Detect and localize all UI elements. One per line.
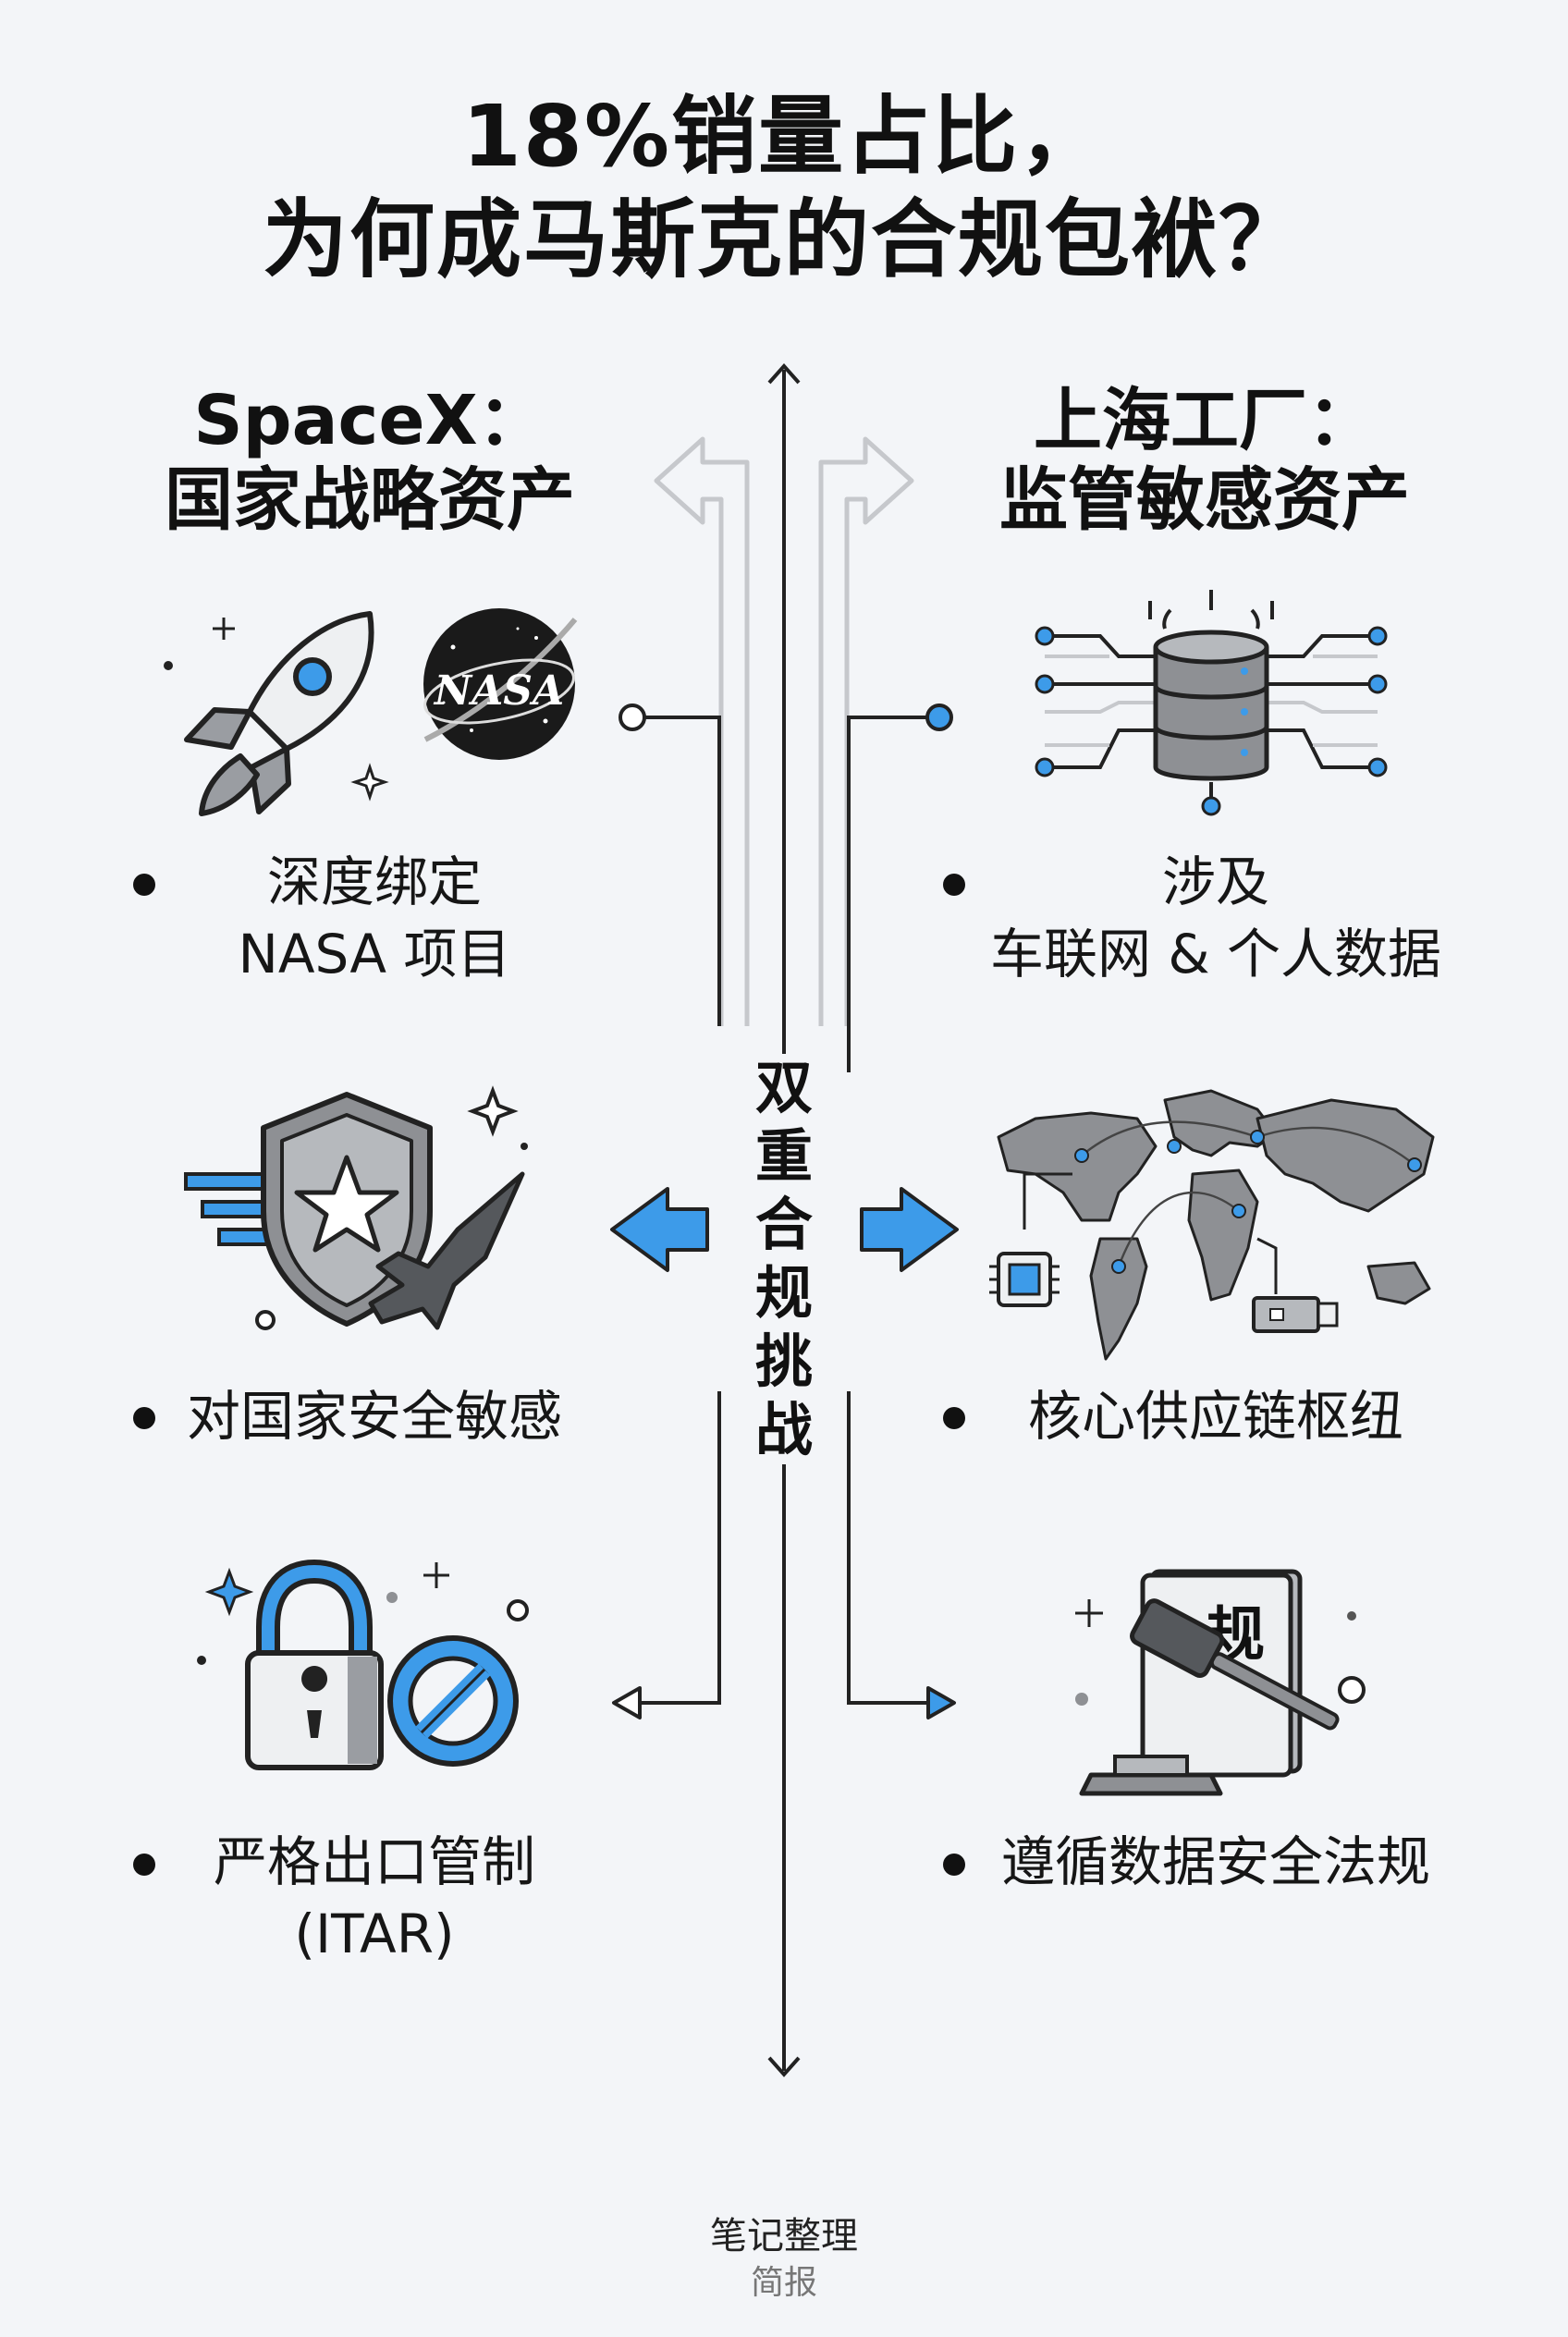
right-item-regulation: 遵循数据安全法规 <box>957 1826 1475 1898</box>
center-label: 双 重 合 规 挑 战 <box>747 1054 821 1464</box>
left-item-itar: 严格出口管制 (ITAR) <box>116 1826 633 1970</box>
right-upper-connector <box>847 704 953 1072</box>
footer-subtitle: 简报 <box>750 2264 817 2302</box>
bullet <box>133 1407 155 1429</box>
right-item-supply-line-1: 核心供应链枢纽 <box>1027 1385 1403 1448</box>
world-map-supply-icon <box>989 1089 1435 1361</box>
gavel-regulation-icon: 规 <box>1075 1569 1366 1796</box>
left-heading-line-1: SpaceX： <box>193 381 546 460</box>
database-network-icon <box>1035 590 1388 816</box>
bullet <box>943 1854 965 1876</box>
shield-jet-icon <box>184 1085 528 1330</box>
title-line-2: 为何成马斯克的合规包袱？ <box>262 190 1305 289</box>
right-item-data: 涉及 车联网 & 个人数据 <box>957 846 1475 990</box>
right-item-data-line-2: 车联网 & 个人数据 <box>989 923 1442 985</box>
rocket-nasa-icon: NASA <box>164 608 578 816</box>
bullet <box>133 1854 155 1876</box>
right-item-supply: 核心供应链枢纽 <box>957 1380 1475 1452</box>
left-item-nasa-line-1: 深度绑定 <box>266 850 482 913</box>
right-lower-connector <box>847 1391 956 1719</box>
left-item-security-line-1: 对国家安全敏感 <box>186 1385 562 1448</box>
right-heading-line-2: 监管敏感资产 <box>999 460 1410 540</box>
right-heading: 上海工厂： 监管敏感资产 <box>918 381 1491 540</box>
center-label-char: 双 <box>754 1054 813 1121</box>
left-item-itar-line-2: (ITAR) <box>294 1903 455 1965</box>
left-item-security: 对国家安全敏感 <box>116 1380 633 1452</box>
right-item-regulation-line-1: 遵循数据安全法规 <box>1000 1830 1430 1893</box>
central-axis-arrow <box>767 362 801 2078</box>
left-upper-connector <box>619 704 721 1026</box>
lock-prohibited-icon <box>197 1559 529 1770</box>
nasa-logo-text: NASA <box>433 667 564 715</box>
center-label-char: 合 <box>754 1191 813 1258</box>
left-item-itar-line-1: 严格出口管制 <box>213 1830 535 1893</box>
left-lower-connector <box>612 1391 721 1719</box>
bullet <box>943 1407 965 1429</box>
split-outline-arrows <box>654 436 914 1026</box>
left-item-nasa-line-2: NASA 项目 <box>238 923 511 985</box>
bullet <box>133 874 155 896</box>
right-blue-arrow <box>860 1187 959 1272</box>
center-label-char: 挑 <box>754 1328 813 1395</box>
center-label-char: 规 <box>754 1259 813 1327</box>
bullet <box>943 874 965 896</box>
left-heading-line-2: 国家战略资产 <box>165 460 575 540</box>
footer-title: 笔记整理 <box>710 2215 858 2257</box>
right-heading-line-1: 上海工厂： <box>1034 381 1376 460</box>
center-label-char: 重 <box>754 1122 813 1190</box>
page-title: 18%销量占比， 为何成马斯克的合规包袱？ <box>0 85 1568 292</box>
left-item-nasa: 深度绑定 NASA 项目 <box>116 846 633 990</box>
left-heading: SpaceX： 国家战略资产 <box>83 381 656 540</box>
left-blue-arrow <box>610 1187 709 1272</box>
right-item-data-line-1: 涉及 <box>1161 850 1269 913</box>
center-label-char: 战 <box>754 1396 813 1463</box>
title-line-1: 18%销量占比， <box>461 87 1107 186</box>
